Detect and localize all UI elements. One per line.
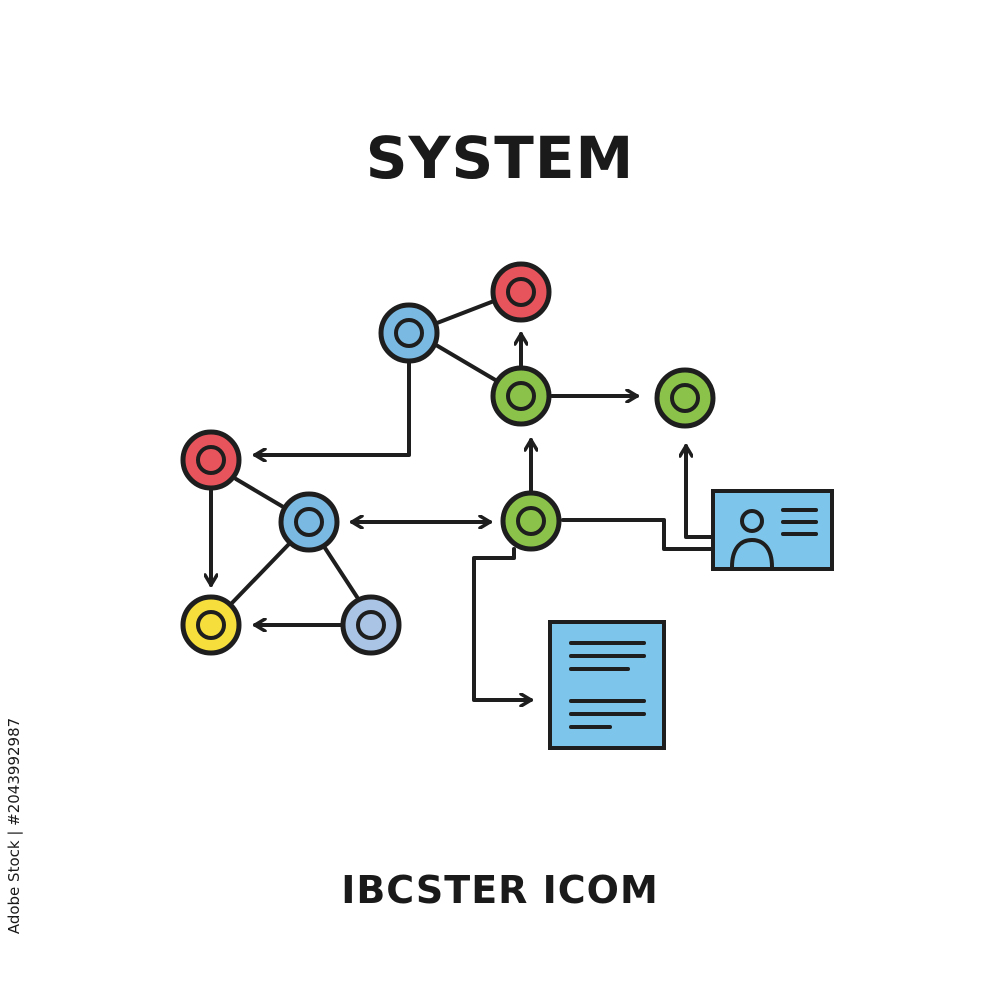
link-red-left-to-blue-mid — [234, 477, 287, 510]
node-red-top — [490, 261, 552, 323]
node-red-left — [180, 429, 242, 491]
node-green-top — [490, 365, 552, 427]
node-light-blue — [340, 594, 402, 656]
document-text-lines — [569, 641, 646, 729]
diagram-title: SYSTEM — [365, 124, 635, 192]
profile-card-icon — [711, 489, 834, 571]
profile-text-lines — [781, 508, 818, 536]
link-green-mid-to-profile-card — [561, 518, 714, 551]
stock-id-text: Adobe Stock | #2043992987 — [5, 717, 23, 935]
node-green-right — [654, 367, 716, 429]
arrow-green-mid-to-document — [472, 547, 533, 700]
caption-text: IBCSTER ICOM — [341, 868, 659, 912]
node-green-mid — [500, 490, 562, 552]
link-blue-top-to-green-top — [434, 343, 499, 383]
link-blue-mid-to-lightblue — [323, 546, 359, 599]
arrow-profile-card-to-green-right — [686, 444, 714, 539]
node-blue-top — [378, 302, 440, 364]
stock-id-watermark: Adobe Stock | #2043992987 — [2, 718, 26, 934]
link-blue-top-to-red-top — [435, 299, 496, 325]
connectors — [211, 299, 714, 700]
node-blue-mid — [278, 491, 340, 553]
node-yellow — [180, 594, 242, 656]
user-avatar-icon — [730, 509, 774, 568]
arrow-blue-top-to-red-left — [253, 360, 411, 455]
link-blue-mid-to-yellow — [229, 542, 291, 606]
document-icon — [548, 620, 666, 750]
